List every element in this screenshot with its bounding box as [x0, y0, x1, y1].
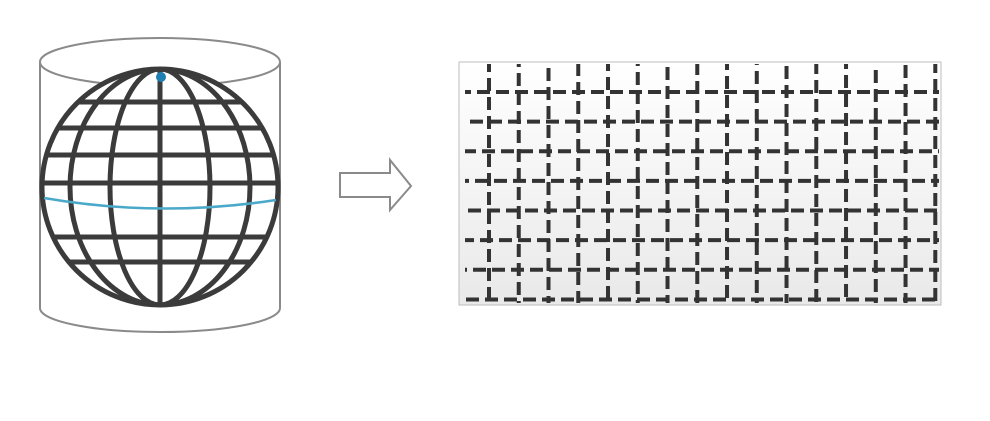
arrow-right-icon: [339, 157, 413, 213]
globe-meridian: [67, 69, 253, 305]
flat-map-graticule: [465, 64, 939, 303]
cylinder-bottom-rim: [39, 307, 281, 333]
north-pole-marker: [156, 72, 166, 82]
globe-icon: [39, 66, 281, 308]
globe-equator: [43, 196, 277, 210]
flat-map-background: [458, 61, 942, 306]
globe-meridian: [107, 69, 213, 305]
flat-map-icon: [458, 61, 942, 306]
